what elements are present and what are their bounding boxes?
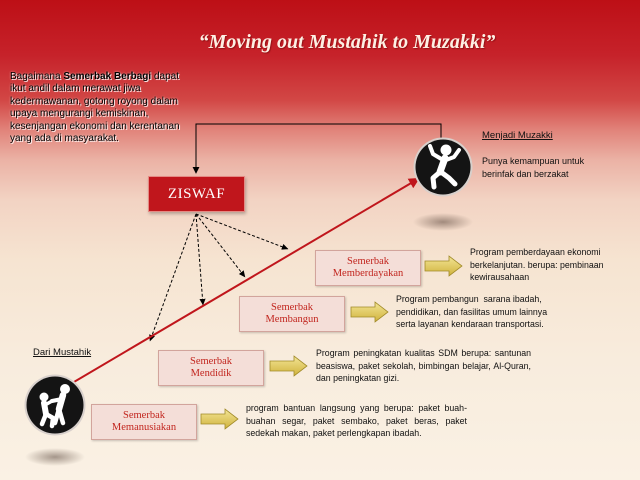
intro-line: kedermawanan, gotong royong dalam [10, 95, 178, 107]
dashed-arrow [195, 213, 289, 250]
step-name-line: Semerbak [347, 255, 389, 267]
description-line: program bantuan langsung yang berupa: pa… [246, 403, 467, 413]
muzakki-description: Punya kemampuan untuk berinfak dan berza… [482, 155, 584, 180]
right-arrow-icon [200, 408, 239, 430]
intro-lead-tail: dapat [151, 71, 180, 82]
step-box-memanusiakan: Semerbak Memanusiakan [91, 404, 197, 440]
intro-highlight: Semerbak Berbagi [63, 71, 152, 82]
muzakki-description-line: berinfak dan berzakat [482, 168, 569, 179]
step-name-line: Semerbak [190, 355, 232, 367]
mustahik-heading: Dari Mustahik [33, 347, 92, 358]
dashed-arrow [195, 213, 246, 278]
ziswaf-box: ZISWAF [148, 176, 245, 212]
description-line: berkelanjutan. berupa: pembinaan [470, 259, 604, 270]
mustahik-avatar [24, 374, 86, 466]
step-description-mendidik: Program peningkatan kualitas SDM berupa:… [316, 347, 531, 385]
intro-paragraph: Bagaimana Semerbak Berbagi dapat ikut an… [10, 71, 205, 145]
step-name-line: Memanusiakan [111, 422, 177, 433]
step-name-line: Memberdayakan [332, 268, 404, 279]
muzakki-heading: Menjadi Muzakki [482, 130, 553, 141]
description-line: kewirausahaan [470, 272, 530, 283]
right-arrow-icon [350, 301, 389, 323]
description-line: buahan segar, paket sembako, paket beras… [246, 415, 467, 426]
right-arrow-icon [424, 255, 463, 277]
intro-line: ikut andil dalam merawat jiwa [10, 83, 141, 95]
distribution-arrows [149, 213, 289, 342]
step-box-memberdayakan: Semerbak Memberdayakan [315, 250, 421, 286]
description-line: dan peningkatan gizi. [316, 373, 400, 384]
intro-line: upaya mengurangi kemiskinan, [10, 108, 149, 120]
step-arrows [200, 255, 463, 430]
description-line: beasiswa, paket sekolah, bimbingan belaj… [316, 360, 531, 371]
muzakki-avatar [413, 137, 473, 231]
intro-line: kesenjangan ekonomi dan kerentanan [10, 120, 180, 132]
muzakki-description-line: Punya kemampuan untuk [482, 156, 585, 166]
description-line: Program pemberdayaan ekonomi [470, 247, 601, 257]
slide-title: “Moving out Mustahik to Muzakki” [198, 31, 496, 53]
step-name-line: Semerbak [123, 409, 165, 421]
dashed-arrow [195, 213, 206, 306]
intro-lead: Bagaimana [10, 71, 64, 82]
step-description-membangun: Program pembangun sarana ibadah, pendidi… [396, 293, 547, 331]
step-box-mendidik: Semerbak Mendidik [158, 350, 264, 386]
description-line: pendidikan, dan fasilitas umum lainnya [396, 306, 548, 317]
feedback-connector [192, 123, 442, 174]
step-description-memberdayakan: Program pemberdayaan ekonomi berkelanjut… [470, 246, 604, 284]
step-name-line: Membangun [265, 314, 319, 325]
muzakki-shadow [413, 213, 473, 231]
step-name-line: Semerbak [271, 301, 313, 313]
description-line: sedekah makan, paket perlengkapan ibadah… [246, 428, 422, 439]
step-name-line: Mendidik [190, 368, 232, 379]
description-line: Program pembangun sarana ibadah, [396, 294, 542, 304]
person-celebrating-icon [428, 144, 461, 190]
mustahik-shadow [25, 448, 85, 466]
intro-line: Bagaimana Semerbak Berbagi dapat [10, 71, 205, 83]
progression-arrow [56, 177, 420, 393]
description-line: serta layanan kendaraan transportasi. [396, 319, 544, 330]
right-arrow-icon [269, 355, 308, 377]
ziswaf-label: ZISWAF [167, 185, 226, 202]
step-box-membangun: Semerbak Membangun [239, 296, 345, 332]
person-helping-icon [39, 384, 70, 429]
dashed-arrow [149, 213, 197, 342]
intro-line: yang ada di masyarakat. [10, 133, 119, 145]
step-description-memanusiakan: program bantuan langsung yang berupa: pa… [246, 402, 467, 440]
description-line: Program peningkatan kualitas SDM berupa:… [316, 348, 531, 358]
